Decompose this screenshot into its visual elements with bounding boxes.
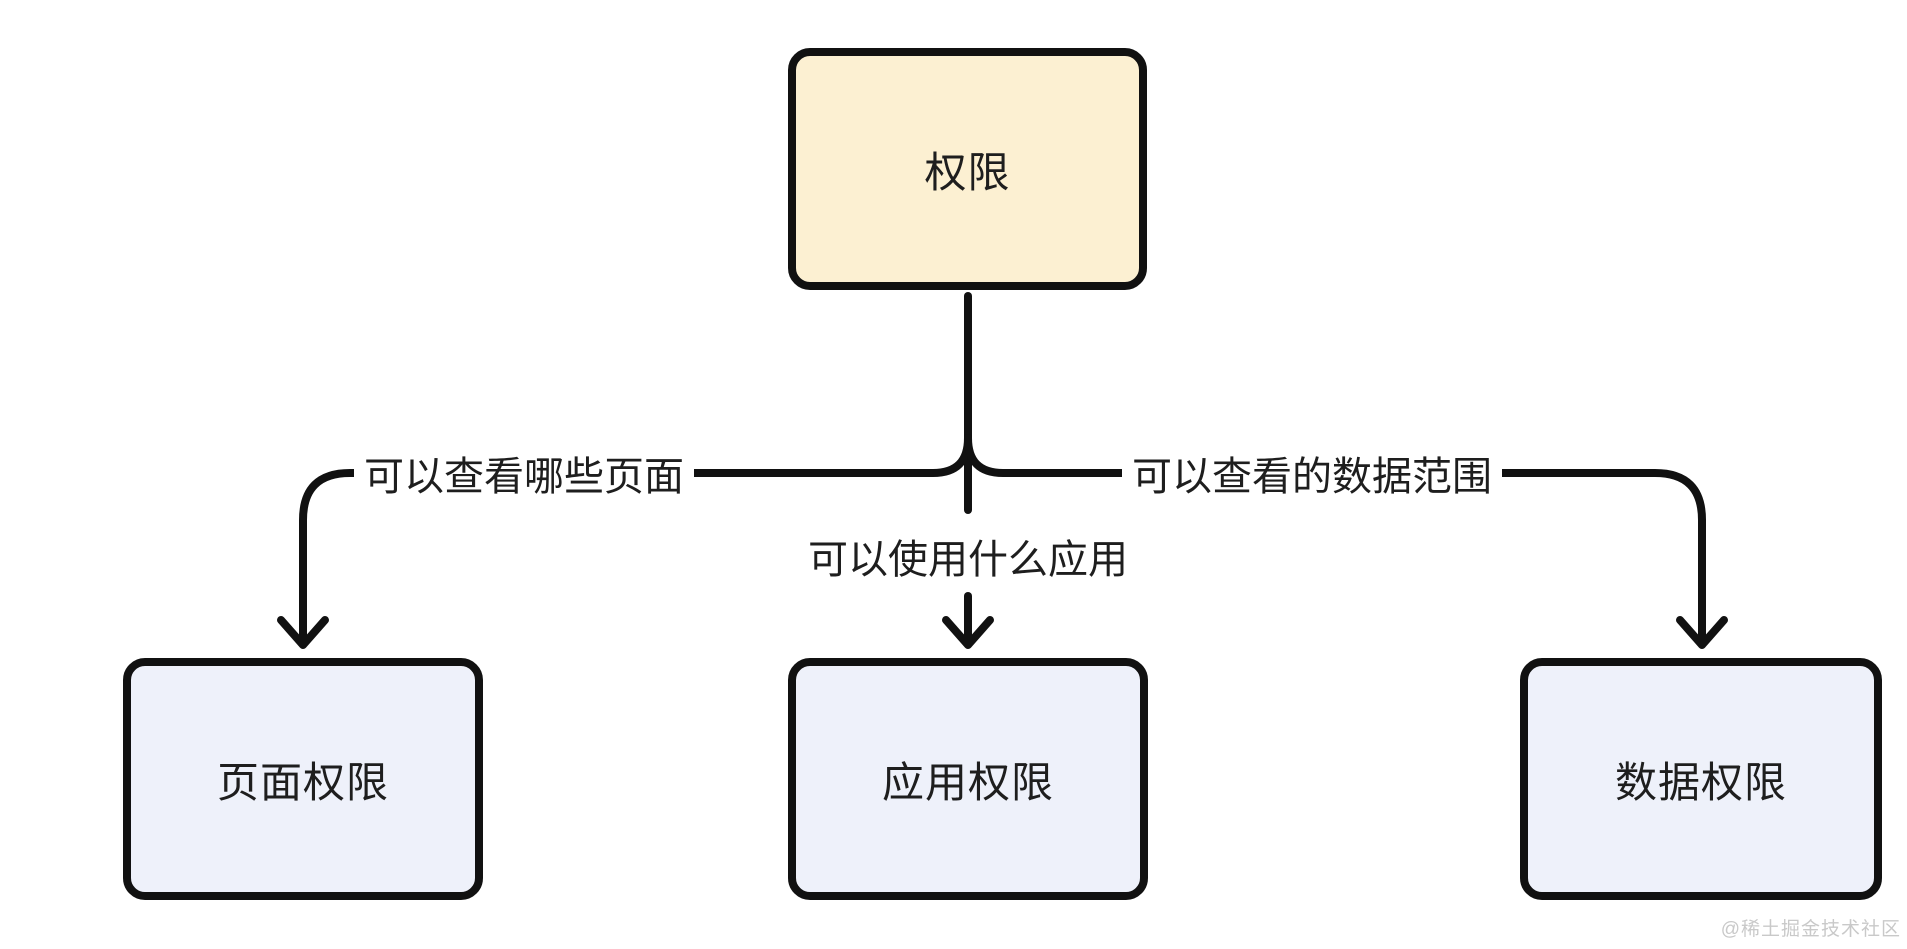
node-page-permission-label: 页面权限 — [216, 758, 389, 806]
node-permission: 权限 — [788, 48, 1147, 290]
watermark: @稀土掘金技术社区 — [1720, 919, 1901, 940]
edge-page-arrowhead — [277, 616, 329, 649]
edge-app-arrowhead — [942, 616, 994, 649]
edge-data-line — [964, 434, 1706, 642]
edge-label-page: 可以查看哪些页面 — [354, 442, 694, 504]
edge-data-arrowhead — [1676, 616, 1728, 649]
node-app-permission-label: 应用权限 — [881, 758, 1054, 806]
edge-page-line — [299, 434, 972, 642]
edge-label-app: 可以使用什么应用 — [798, 525, 1138, 587]
node-page-permission: 页面权限 — [123, 658, 483, 900]
edge-label-data: 可以查看的数据范围 — [1122, 442, 1502, 504]
node-data-permission: 数据权限 — [1520, 658, 1882, 900]
node-app-permission: 应用权限 — [788, 658, 1148, 900]
node-data-permission-label: 数据权限 — [1614, 758, 1787, 806]
node-permission-label: 权限 — [924, 148, 1011, 196]
